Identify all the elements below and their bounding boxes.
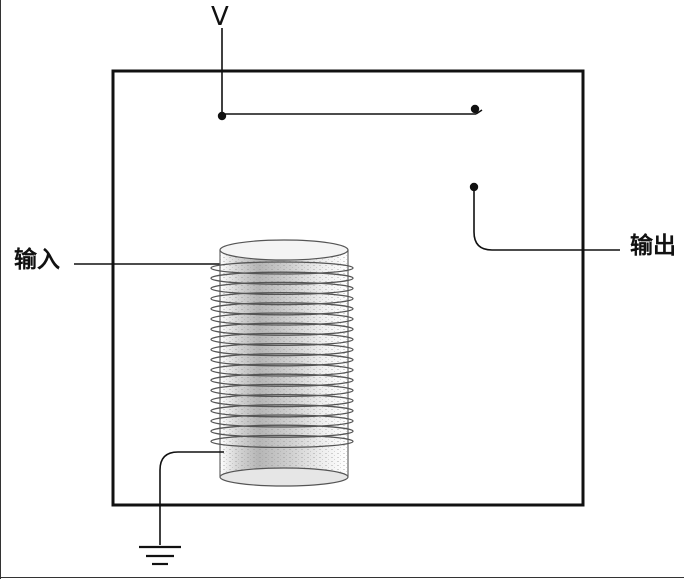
voltage-terminal-dot (217, 111, 227, 121)
coil-turn (210, 312, 354, 326)
coil-turn (210, 383, 354, 398)
output-lead (473, 187, 620, 251)
coil-turn (210, 414, 354, 428)
ground-lead (159, 451, 224, 545)
coil-turn (210, 342, 354, 357)
coil-windings (210, 261, 354, 449)
coil-turn (210, 434, 354, 449)
output-label: 输出 (630, 233, 676, 259)
coil-turn (210, 281, 354, 296)
coil-turn (210, 302, 354, 316)
voltage-label: V (211, 2, 229, 32)
coil-turn (210, 393, 354, 408)
switch-arm-tip (475, 109, 483, 115)
coil-turn (210, 404, 354, 418)
coil-turn (210, 353, 354, 367)
coil-turn (210, 261, 354, 275)
input-label: 输入 (14, 247, 60, 273)
coil-turn (210, 291, 354, 306)
solenoid-coil (210, 239, 354, 487)
relay-enclosure (111, 69, 585, 507)
coil-turn (210, 424, 354, 438)
coil-turn (210, 322, 354, 336)
ground-symbol (139, 545, 181, 566)
switch-pivot-dot (470, 104, 480, 114)
coil-turn (210, 363, 354, 377)
coil-turn (210, 271, 354, 285)
coil-turn (210, 373, 354, 387)
coil-turn (210, 332, 354, 347)
